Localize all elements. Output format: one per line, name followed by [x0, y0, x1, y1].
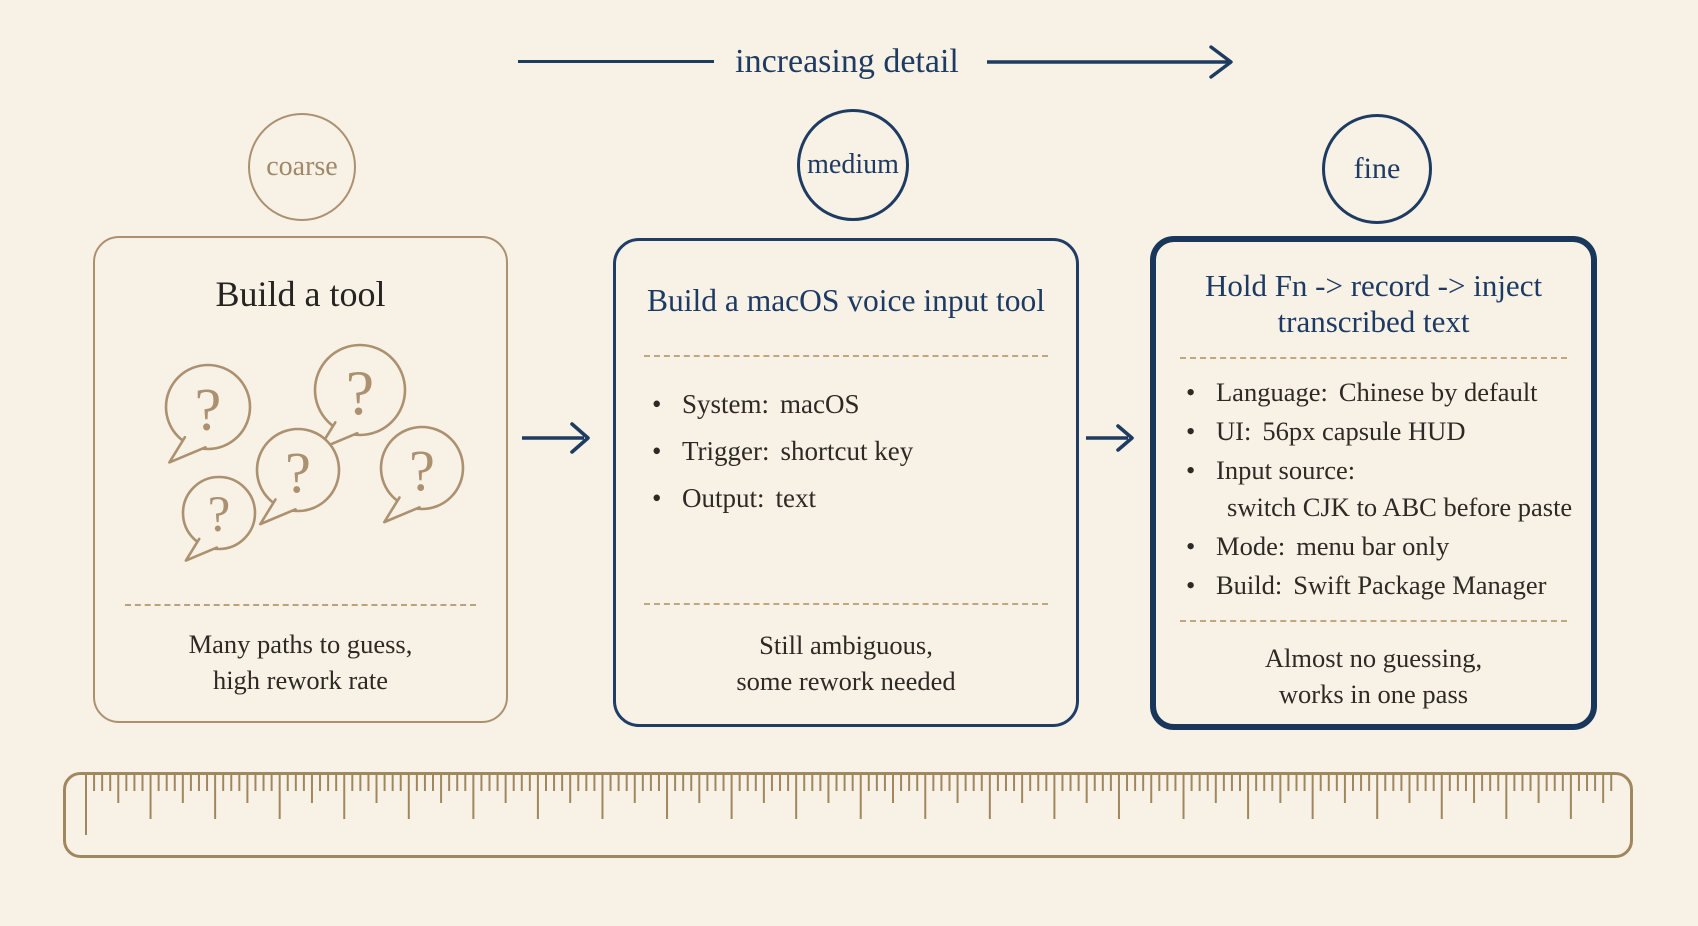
right-arrow-icon — [987, 45, 1233, 79]
card-coarse-title: Build a tool — [215, 274, 386, 314]
bullet-text: Language: Chinese by default — [1216, 374, 1538, 411]
bullet-item: • Language: Chinese by default — [1186, 374, 1577, 411]
level-circle-coarse: coarse — [248, 113, 356, 221]
level-label-coarse: coarse — [266, 151, 338, 182]
bullet-item: • UI: 56px capsule HUD — [1186, 413, 1577, 450]
bullet-dot-icon: • — [1186, 570, 1196, 600]
bullet-value: Chinese by default — [1338, 377, 1538, 407]
bullet-dot-icon: • — [652, 483, 662, 513]
card-medium: Build a macOS voice input tool • System: m… — [613, 238, 1079, 727]
card-coarse-footer: Many paths to guess, high rework rate — [105, 626, 496, 698]
level-label-fine: fine — [1353, 152, 1401, 185]
bullet-text: UI: 56px capsule HUD — [1216, 413, 1465, 450]
bullet-value: text — [775, 483, 817, 513]
question-bubbles-icon: ????? — [164, 343, 465, 562]
bullet-value: 56px capsule HUD — [1262, 416, 1466, 446]
level-circle-fine: fine — [1322, 114, 1432, 224]
bullet-text: Output: text — [682, 475, 816, 522]
arrow-medium-to-fine-icon — [1086, 424, 1134, 452]
question-bubble-icon: ? — [181, 475, 257, 562]
card-fine-divider-bottom — [1180, 620, 1567, 622]
bullet-dot-icon: • — [652, 436, 662, 466]
card-coarse-divider — [125, 604, 476, 606]
footer-line: some rework needed — [736, 666, 956, 696]
bullet-label: Trigger: — [682, 436, 770, 466]
svg-text:?: ? — [409, 438, 435, 503]
card-fine-title-line1: Hold Fn -> record -> inject — [1204, 268, 1543, 303]
card-fine-title: Hold Fn -> record -> inject transcribed … — [1156, 268, 1591, 340]
bullet-label: Output: — [682, 483, 765, 513]
bullet-value: menu bar only — [1296, 531, 1450, 561]
level-label-medium: medium — [807, 149, 899, 180]
svg-text:?: ? — [208, 487, 231, 543]
question-bubble-icon: ? — [313, 343, 407, 451]
bullet-dot-icon: • — [1186, 455, 1196, 485]
bullet-value: macOS — [780, 389, 860, 419]
bullet-label: UI: — [1216, 416, 1252, 446]
level-circle-medium: medium — [797, 109, 909, 221]
bullet-text: Input source: switch CJK to ABC before pa… — [1216, 452, 1577, 526]
bullet-dot-icon: • — [1186, 416, 1196, 446]
card-fine-bullets: • Language: Chinese by default • UI: 56px cap… — [1186, 374, 1577, 606]
bullet-item: • Trigger: shortcut key — [652, 428, 1058, 475]
bullet-dot-icon: • — [1186, 531, 1196, 561]
footer-line: Still ambiguous, — [759, 630, 933, 660]
card-medium-divider-top — [644, 355, 1048, 357]
card-fine-footer: Almost no guessing, works in one pass — [1166, 640, 1581, 712]
card-fine: Hold Fn -> record -> inject transcribed … — [1150, 236, 1597, 730]
bullet-value: Swift Package Manager — [1293, 570, 1547, 600]
bullet-dot-icon: • — [1186, 377, 1196, 407]
card-fine-divider-top — [1180, 357, 1567, 359]
footer-line: Many paths to guess, — [188, 629, 413, 659]
footer-line: works in one pass — [1278, 679, 1469, 709]
bullet-item: • System: macOS — [652, 381, 1058, 428]
bullet-text: Build: Swift Package Manager — [1216, 567, 1546, 604]
svg-text:?: ? — [195, 377, 222, 443]
bullet-label: Build: — [1216, 570, 1283, 600]
arrow-coarse-to-medium-icon — [522, 422, 590, 454]
bullet-item: • Mode: menu bar only — [1186, 528, 1577, 565]
svg-text:?: ? — [346, 357, 374, 428]
bullet-label: Input source: — [1216, 455, 1356, 485]
bullet-text: System: macOS — [682, 381, 860, 428]
bullet-label: System: — [682, 389, 770, 419]
question-bubble-icon: ? — [255, 427, 341, 526]
bullet-label: Mode: — [1216, 531, 1286, 561]
bullet-value: shortcut key — [780, 436, 914, 466]
bullet-dot-icon: • — [652, 389, 662, 419]
card-medium-footer: Still ambiguous, some rework needed — [626, 627, 1066, 699]
question-bubble-icon: ? — [379, 425, 465, 524]
bullet-label: Language: — [1216, 377, 1328, 407]
card-medium-bullets: • System: macOS • Trigger: shortcut key • Outpu… — [652, 381, 1058, 522]
header-left-line — [518, 60, 714, 63]
bullet-value: switch CJK to ABC before paste — [1227, 492, 1573, 522]
bullet-item: • Output: text — [652, 475, 1058, 522]
bullet-text: Mode: menu bar only — [1216, 528, 1449, 565]
header-label: increasing detail — [735, 43, 959, 80]
bullet-item: • Build: Swift Package Manager — [1186, 567, 1577, 604]
card-fine-title-line2: transcribed text — [1277, 304, 1470, 339]
footer-line: high rework rate — [212, 665, 389, 695]
question-bubble-icon: ? — [164, 363, 252, 464]
footer-line: Almost no guessing, — [1264, 643, 1483, 673]
card-medium-divider-bottom — [644, 603, 1048, 605]
ruler-icon — [63, 772, 1633, 858]
card-medium-title: Build a macOS voice input tool — [646, 283, 1046, 318]
svg-text:?: ? — [285, 440, 311, 505]
bullet-text: Trigger: shortcut key — [682, 428, 913, 475]
card-coarse: Build a tool ????? Many paths to guess, … — [93, 236, 508, 723]
bullet-item: • Input source: switch CJK to ABC before p… — [1186, 452, 1577, 526]
